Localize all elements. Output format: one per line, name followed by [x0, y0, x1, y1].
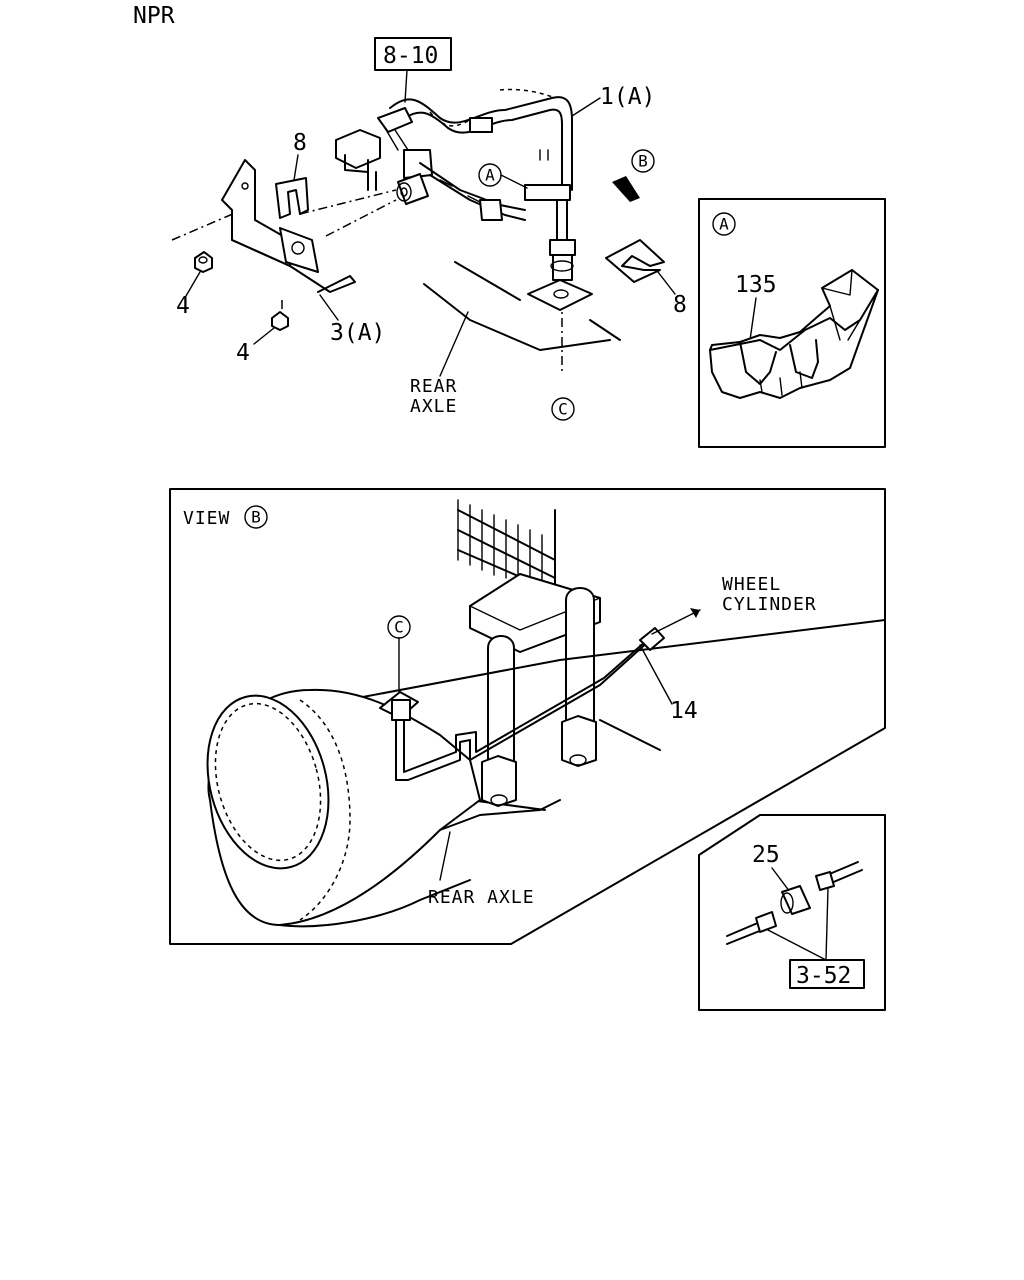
ref-3-52-box	[789, 959, 865, 989]
svg-text:A: A	[485, 166, 495, 185]
part-4-lower-label: 4	[236, 340, 250, 366]
model-label: NPR	[133, 3, 175, 29]
part-14-label: 14	[670, 698, 698, 724]
svg-text:C: C	[558, 400, 568, 419]
svg-text:C: C	[394, 618, 404, 637]
rear-axle-label-2: AXLE	[410, 396, 457, 417]
fitting-detail-box: 25 3-52	[698, 814, 886, 1011]
diff-cover	[206, 694, 330, 870]
marker-c	[551, 397, 575, 421]
detail-a-box: A 135	[698, 198, 886, 448]
view-b-title: VIEW	[183, 508, 230, 529]
top-assembly: 8-10 8	[171, 37, 687, 421]
detail-a-marker	[712, 212, 736, 236]
clip-8-top	[275, 177, 309, 219]
view-b-marker	[244, 505, 268, 529]
part-8-right-label: 8	[673, 292, 687, 318]
part-1a-label: 1(A)	[600, 84, 655, 110]
svg-text:A: A	[719, 215, 729, 234]
nut-4-lower	[271, 311, 289, 331]
part-8-top-label: 8	[293, 130, 307, 156]
u-bolt-left	[487, 635, 515, 771]
ref-8-10-label: 8-10	[383, 43, 438, 69]
svg-text:B: B	[251, 508, 261, 527]
clip-8-right	[605, 239, 665, 283]
connector-25	[781, 885, 811, 915]
brake-pipe-14	[395, 639, 651, 781]
part-135-label: 135	[735, 272, 777, 298]
view-b-box: VIEW B 14	[169, 488, 886, 945]
wheel-cylinder-label-2: CYLINDER	[722, 594, 817, 615]
clip-135	[709, 269, 879, 351]
wheel-cylinder-label-1: WHEEL	[722, 574, 781, 595]
ref-8-10-box	[374, 37, 452, 71]
rear-axle-label-1: REAR	[410, 376, 457, 397]
clip-a	[524, 184, 571, 201]
rear-axle-view-b-label: REAR AXLE	[428, 887, 535, 908]
view-b-arrow	[612, 176, 640, 202]
svg-text:B: B	[638, 152, 648, 171]
part-4-upper-label: 4	[176, 293, 190, 319]
pipe-clip	[469, 117, 493, 133]
u-bolt-right	[565, 587, 595, 741]
part-25-label: 25	[752, 842, 780, 868]
nut-4-upper	[194, 251, 213, 273]
junction-block	[335, 129, 381, 169]
marker-b	[631, 149, 655, 173]
ref-3-52-label: 3-52	[796, 963, 851, 989]
part-3a-label: 3(A)	[330, 320, 385, 346]
